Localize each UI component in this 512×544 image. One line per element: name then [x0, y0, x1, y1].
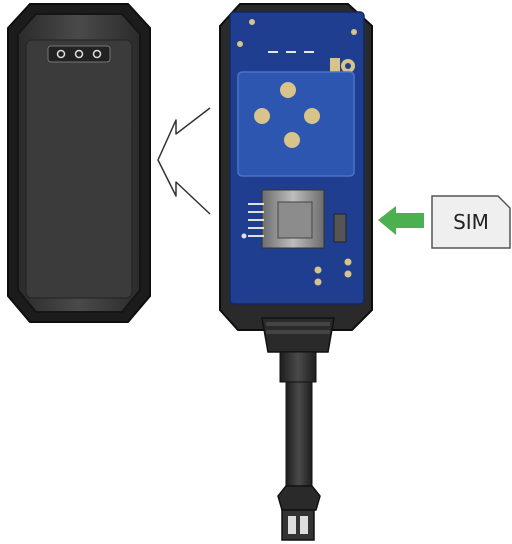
- sim-card-label: SIM: [453, 210, 489, 234]
- power-cable: [261, 317, 335, 541]
- led-indicator-icon: [47, 45, 111, 63]
- sim-slot: [241, 189, 325, 249]
- device-open-body: [219, 3, 373, 331]
- sim-card-icon: [431, 195, 511, 249]
- open-lid-arrow-icon: [157, 107, 211, 215]
- insert-direction-arrow-icon: [378, 206, 424, 235]
- device-lid-cover: [7, 3, 151, 323]
- module-area: [237, 71, 355, 177]
